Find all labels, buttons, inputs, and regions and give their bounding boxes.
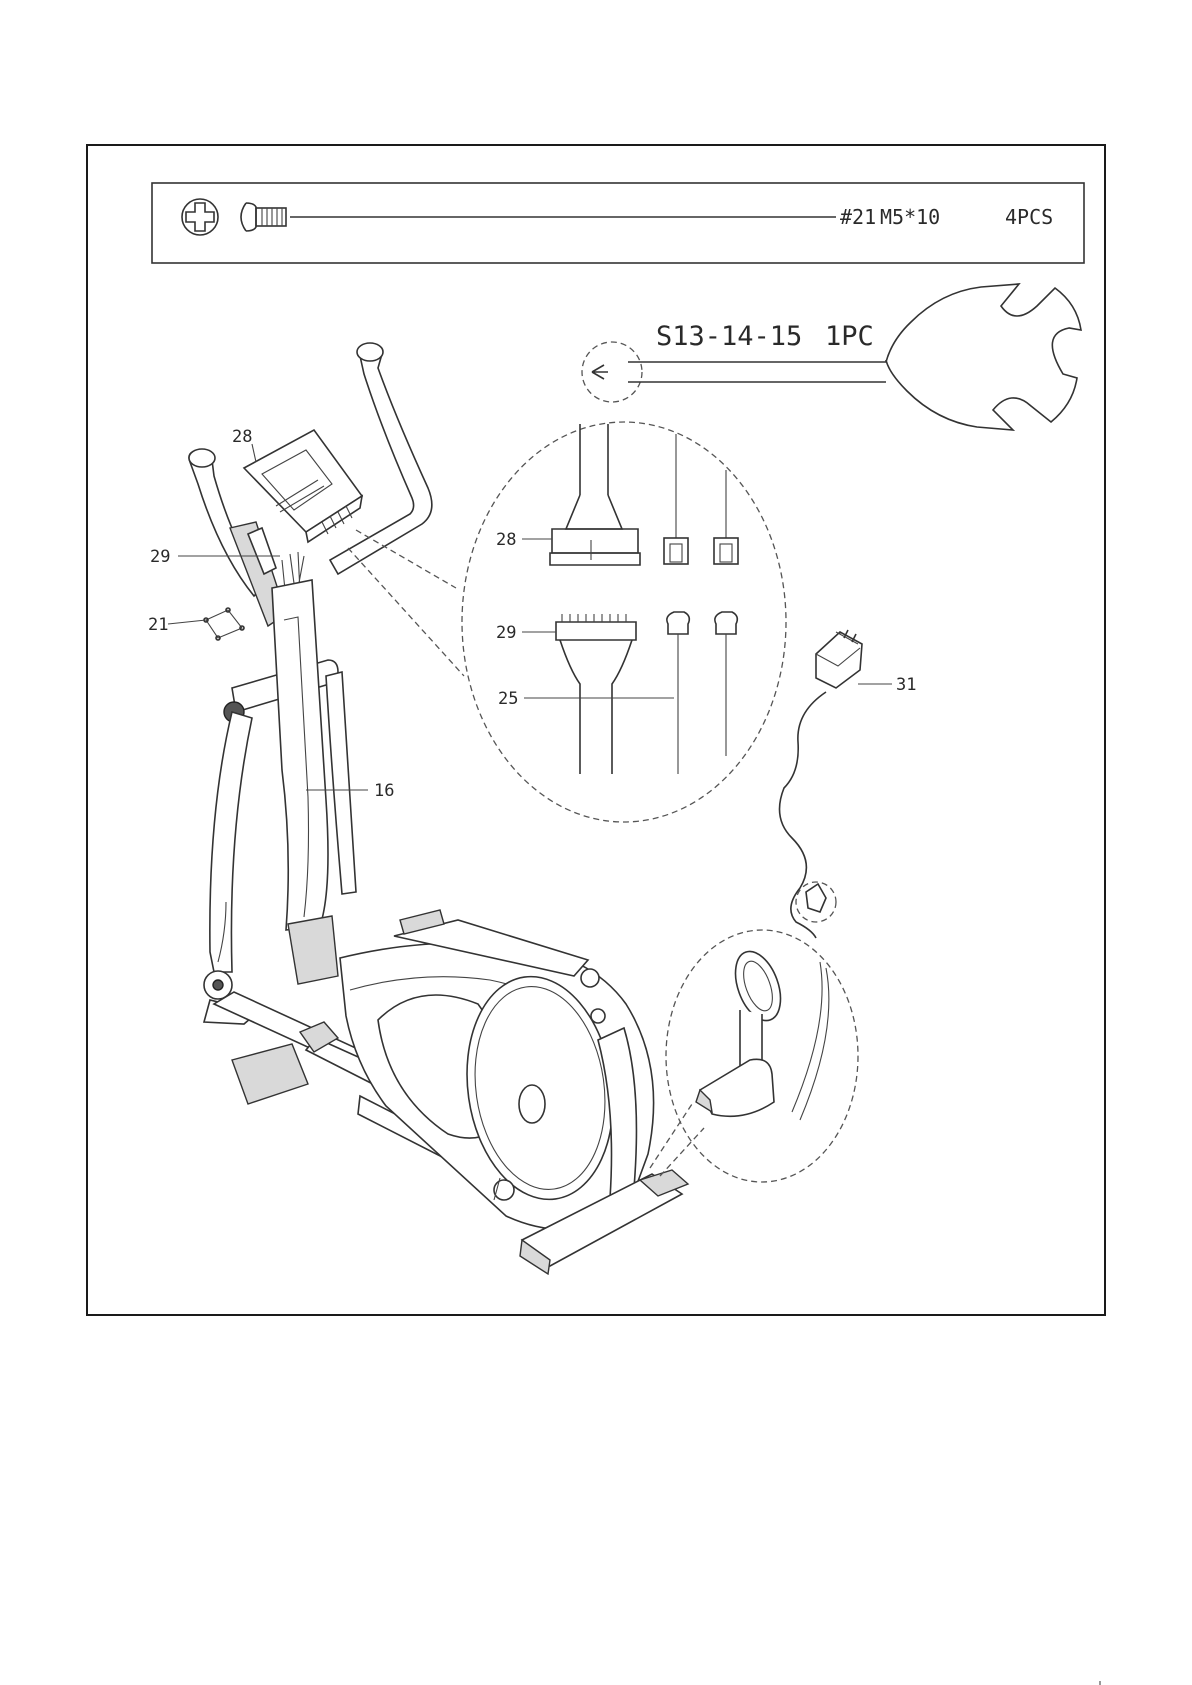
detail-callout-25: 25 <box>498 689 674 709</box>
hardware-quantity: 4PCS <box>1005 205 1053 229</box>
hardware-part-number: #21 <box>840 205 876 229</box>
callout-console: 28 <box>232 427 252 447</box>
callout-bolts: 21 <box>148 615 168 635</box>
hardware-box: #21 M5*10 4PCS <box>152 183 1084 263</box>
detail-callout-post-wire: 25 <box>498 689 518 709</box>
callout-31: 31 <box>858 675 916 695</box>
wrench-label: S13-14-15 <box>656 321 802 352</box>
bolt-icon <box>241 203 286 231</box>
detail-callout-29: 29 <box>496 623 556 643</box>
callout-console-wire: 29 <box>150 547 170 567</box>
callout-adapter: 31 <box>896 675 916 695</box>
adapter-icon <box>780 630 863 938</box>
detail-callout-28: 28 <box>496 530 552 550</box>
callout-21: 21 <box>148 615 206 635</box>
bolts-plate <box>204 608 244 640</box>
detail-callout-console-connector: 28 <box>496 530 516 550</box>
detail-callout-console-wire: 29 <box>496 623 516 643</box>
base-detail <box>650 930 858 1182</box>
callout-upright-post: 16 <box>374 781 394 801</box>
elliptical-trainer <box>189 343 688 1274</box>
console <box>244 430 362 542</box>
hardware-size: M5*10 <box>880 205 940 229</box>
phillips-head-icon <box>182 199 218 235</box>
callout-28: 28 <box>232 427 256 462</box>
wrench-icon: S13-14-15 1PC <box>582 284 1081 430</box>
wrench-quantity: 1PC <box>825 321 874 352</box>
